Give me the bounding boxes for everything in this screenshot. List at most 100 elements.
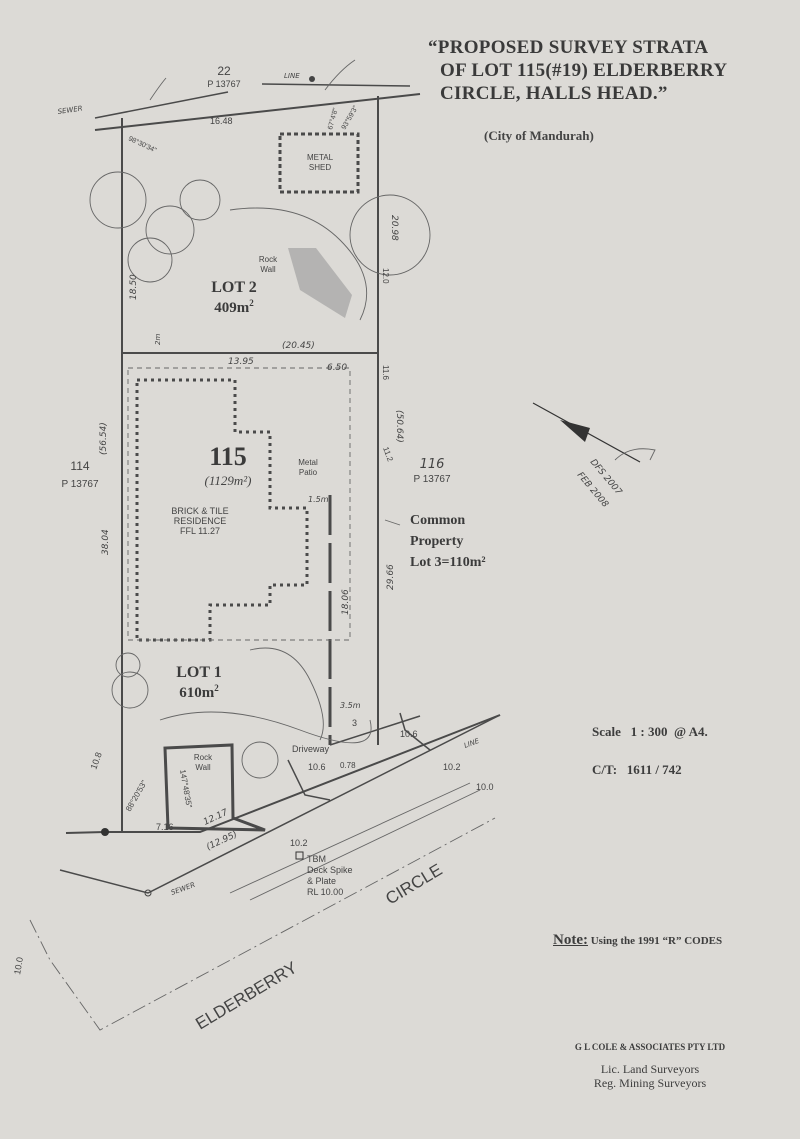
- street-name-circle: CIRCLE: [382, 860, 445, 908]
- tbm-label-2: Deck Spike: [307, 865, 353, 875]
- north-boundary: [94, 59, 421, 131]
- tbm-label-4: RL 10.00: [307, 887, 343, 897]
- common-property-front: [329, 715, 421, 746]
- title-line-3: CIRCLE, HALLS HEAD.”: [440, 83, 668, 104]
- neighbor-east-lot: 116: [420, 457, 445, 472]
- level-7: 10.0: [12, 956, 25, 975]
- svg-text:409m2: 409m2: [214, 298, 254, 316]
- dim-lot2-right: 20.98: [389, 215, 399, 241]
- company-line-1: Lic. Land Surveyors: [600, 1062, 700, 1076]
- dim-right-lot1: 29.66: [386, 564, 396, 590]
- level-3: 10.2: [443, 762, 461, 772]
- plan-title: “PROPOSED SURVEY STRATA OF LOT 115(#19) …: [428, 36, 727, 105]
- svg-text:610m2: 610m2: [179, 683, 219, 701]
- dim-angle-2: 147°48'35": [178, 769, 194, 809]
- rock-wall-bottom: [163, 743, 266, 832]
- survey-peg-icon: [309, 76, 315, 82]
- parent-lot-number: 115: [209, 442, 247, 471]
- lot2-name: LOT 2: [211, 279, 257, 296]
- residence-label-2: RESIDENCE: [174, 516, 227, 526]
- lot1-area-sup: 2: [214, 683, 219, 693]
- common-property-label-3: Lot 3=110m²: [410, 555, 486, 570]
- level-10: 11.2: [381, 446, 395, 464]
- front-boundary: [29, 714, 501, 1031]
- neighbor-east-plan: P 13767: [413, 474, 451, 485]
- level-5: 10.2: [290, 838, 308, 848]
- dim-three: 3: [352, 718, 357, 728]
- level-8: 12.0: [381, 268, 390, 284]
- dim-angle-1: 88°20'53": [124, 779, 149, 813]
- arrow-icon: [384, 519, 401, 526]
- level-2: 10.6: [400, 729, 418, 739]
- residence-setback: [127, 367, 351, 641]
- parent-lot-area: (1129m²): [205, 473, 252, 488]
- dim-gap: 2m: [154, 334, 162, 345]
- neighbor-west-plan: P 13767: [61, 479, 99, 490]
- lot1-name: LOT 1: [176, 664, 222, 681]
- residence-label-1: BRICK & TILE: [171, 506, 228, 516]
- trees: [89, 171, 431, 779]
- title-line-1: “PROPOSED SURVEY STRATA: [428, 37, 709, 58]
- rock-wall-top: [288, 248, 352, 318]
- level-1: 10.6: [308, 762, 326, 772]
- rock-wall-bottom-label-2: Wall: [195, 763, 210, 772]
- note: Note: Using the 1991 “R” CODES: [553, 932, 722, 949]
- lot2-area: 409m: [214, 300, 250, 316]
- dim-right-total: (50.64): [394, 410, 404, 443]
- driveway-edge-east: [399, 712, 431, 751]
- rock-wall-top-label-1: Rock: [259, 255, 278, 264]
- dim-front: 7.16: [156, 822, 174, 832]
- driveway-edge: [287, 759, 331, 801]
- dim-top: 16.48: [210, 116, 233, 126]
- scale-label: Scale 1 : 300 @ A4.: [592, 724, 708, 739]
- sewer-label-bottom: SEWER: [170, 881, 196, 897]
- tbm-label-3: & Plate: [307, 876, 336, 886]
- company-name: G L COLE & ASSOCIATES PTY LTD: [574, 1042, 726, 1052]
- level-9: 11.6: [381, 365, 390, 381]
- metal-patio-label-2: Patio: [299, 468, 318, 477]
- neighbor-west-lot: 114: [70, 459, 89, 473]
- tbm-label-1: TBM: [307, 854, 326, 864]
- lot2-area-sup: 2: [249, 298, 254, 308]
- north-arrow-icon: [532, 402, 656, 463]
- rock-wall-bottom-label-1: Rock: [194, 753, 213, 762]
- dim-div-a: 13.95: [228, 357, 254, 367]
- sewer-label-top: SEWER: [57, 105, 83, 116]
- street-name-elderberry: ELDERBERRY: [192, 958, 300, 1033]
- dim-lot2-div: (20.45): [282, 341, 315, 351]
- line-label-bottom: LINE: [463, 737, 481, 750]
- line-label-top: LINE: [284, 72, 300, 80]
- company-line-2: Reg. Mining Surveyors: [593, 1076, 707, 1090]
- level-4: 10.0: [476, 782, 494, 792]
- common-property-label-1: Common: [410, 513, 465, 528]
- rock-wall-top-label-2: Wall: [260, 265, 275, 274]
- company-block: G L COLE & ASSOCIATES PTY LTD Lic. Land …: [560, 1042, 740, 1090]
- metal-shed-label-2: SHED: [309, 163, 331, 172]
- tbm-marker-icon: [295, 851, 304, 860]
- dim-angle-4: 67°4'8": [326, 107, 340, 131]
- council-name: (City of Mandurah): [484, 128, 594, 143]
- driveway-label: Driveway: [292, 744, 330, 754]
- dim-lot2-left: 18.50: [129, 274, 139, 300]
- metal-shed: [278, 132, 360, 194]
- dim-cp-width-2: 3.5m: [340, 701, 361, 710]
- dim-drive: 0.78: [340, 761, 356, 770]
- neighbor-north-lot: 22: [217, 64, 231, 78]
- title-line-2: OF LOT 115(#19) ELDERBERRY: [440, 60, 728, 81]
- dim-cp-length: 18.06: [341, 589, 351, 615]
- dim-left-lot1: 38.04: [101, 529, 111, 555]
- dim-cp-width-1: 1.5m: [308, 495, 329, 504]
- residence-label-3: FFL 11.27: [180, 526, 220, 536]
- level-6: 10.8: [88, 751, 103, 771]
- dim-left-total: (56.54): [99, 422, 109, 455]
- note-text: Using the 1991 “R” CODES: [587, 935, 723, 947]
- metal-patio-label-1: Metal: [298, 458, 318, 467]
- certificate-of-title: C/T: 1611 / 742: [592, 762, 682, 777]
- lot1-area: 610m: [179, 685, 215, 701]
- note-label: Note:: [553, 932, 588, 948]
- metal-shed-label-1: METAL: [307, 153, 334, 162]
- dim-div-b: 6.50: [327, 363, 347, 373]
- dim-angle-5: 93°59'3": [340, 104, 360, 131]
